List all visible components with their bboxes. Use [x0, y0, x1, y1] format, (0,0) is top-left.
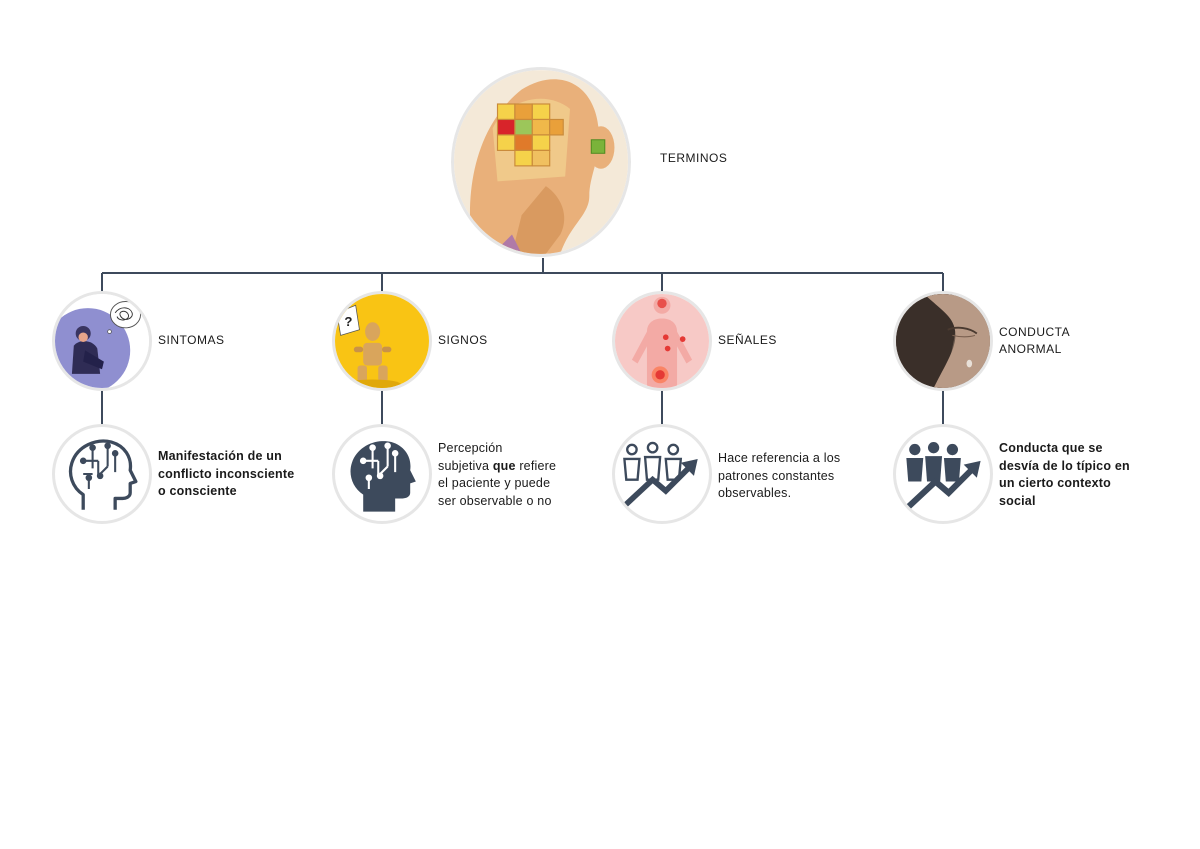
body-pain-points-icon [612, 291, 712, 391]
category-label-senales: SEÑALES [718, 333, 777, 347]
anxious-person-icon [52, 291, 152, 391]
description-senales: Hace referencia a los patrones constante… [718, 451, 841, 500]
root-label: TERMINOS [660, 151, 728, 165]
svg-text:?: ? [344, 314, 352, 329]
ai-head-outline-icon [52, 424, 152, 524]
category-label-conducta: CONDUCTA ANORMAL [999, 325, 1071, 356]
crying-face-icon [893, 291, 993, 391]
wooden-figure-question-icon: ? [332, 291, 432, 391]
puzzle-head-icon [451, 67, 631, 257]
description-signos: Percepción subjetiva que refiere el paci… [438, 441, 557, 508]
description-sintomas: Manifestación de un conflicto inconscien… [158, 449, 295, 498]
category-label-signos: SIGNOS [438, 333, 488, 347]
category-label-sintomas: SINTOMAS [158, 333, 225, 347]
ai-head-solid-icon [332, 424, 432, 524]
people-growth-solid-icon [893, 424, 993, 524]
description-conducta: Conducta que se desvía de lo típico en u… [999, 441, 1130, 508]
people-growth-outline-icon [612, 424, 712, 524]
